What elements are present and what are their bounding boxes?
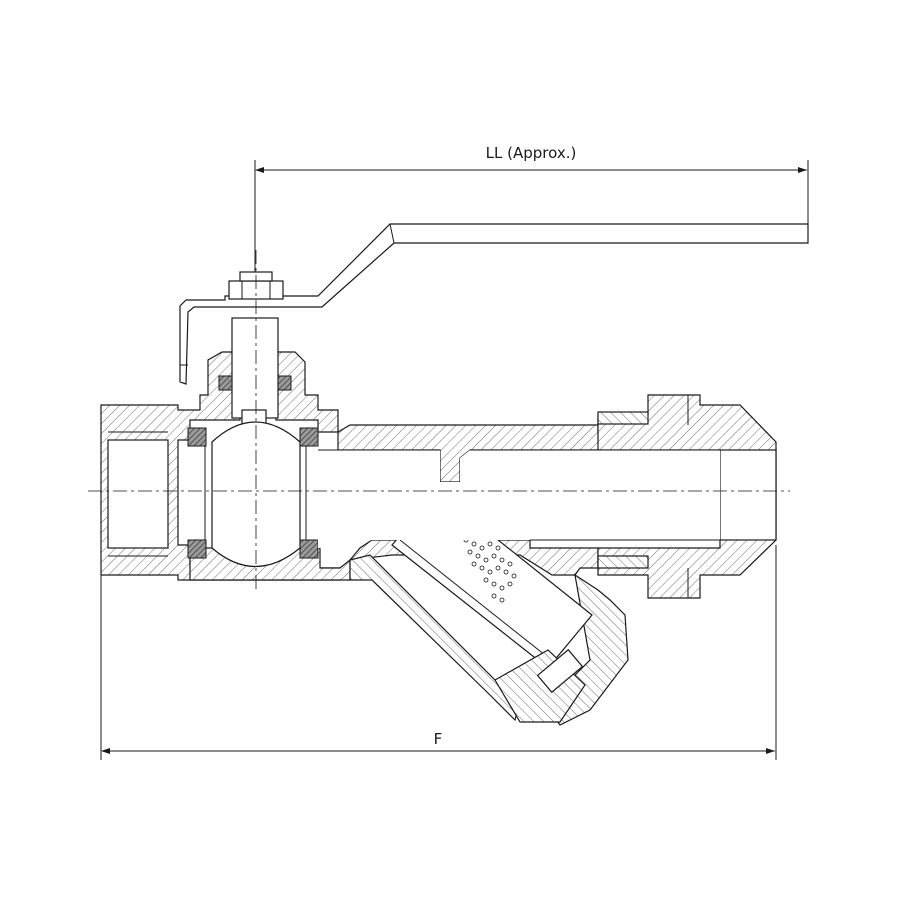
- union-nut: [597, 394, 777, 599]
- seat-seal-top-left: [187, 427, 207, 447]
- dimension-f: F: [100, 545, 777, 760]
- lever-handle: [179, 223, 809, 385]
- union-thread-top: [597, 411, 649, 425]
- stem-seal-left: [218, 375, 233, 391]
- dimension-ll: LL (Approx.): [254, 144, 809, 280]
- seat-seal-bottom-right: [299, 539, 319, 559]
- ball: [187, 421, 319, 567]
- valve-stem: [218, 317, 292, 433]
- union-thread-bottom: [597, 555, 649, 569]
- flow-bore: [318, 449, 720, 548]
- stem-seal-right: [277, 375, 292, 391]
- seat-seal-top-right: [299, 427, 319, 447]
- ll-label: LL (Approx.): [486, 144, 577, 162]
- f-label: F: [434, 730, 443, 748]
- seat-seal-bottom-left: [187, 539, 207, 559]
- center-lines: [88, 250, 790, 590]
